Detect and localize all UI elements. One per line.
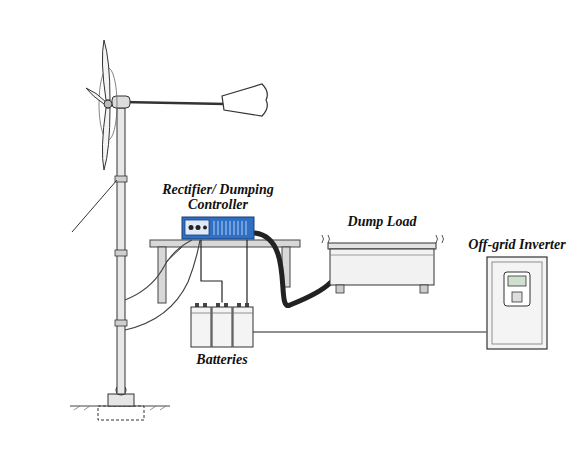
component-node: Off-grid Inverter <box>462 237 572 350</box>
component-node: Dump Load <box>316 214 448 295</box>
wire-connector <box>247 240 486 332</box>
component-label: Dump Load <box>348 214 417 229</box>
component-label: Off-grid Inverter <box>468 237 565 252</box>
component-label: Rectifier/ Dumping Controller <box>150 182 286 212</box>
dump-load-box <box>320 233 444 295</box>
component-node: Batteries <box>184 302 260 367</box>
component-label: Batteries <box>196 352 247 367</box>
controller-box <box>181 216 255 240</box>
inverter-box <box>486 256 548 350</box>
component-node: Rectifier/ Dumping Controller <box>150 182 286 240</box>
wire-connector <box>201 240 222 302</box>
battery-bank <box>189 302 255 348</box>
wire-connector <box>255 233 330 306</box>
